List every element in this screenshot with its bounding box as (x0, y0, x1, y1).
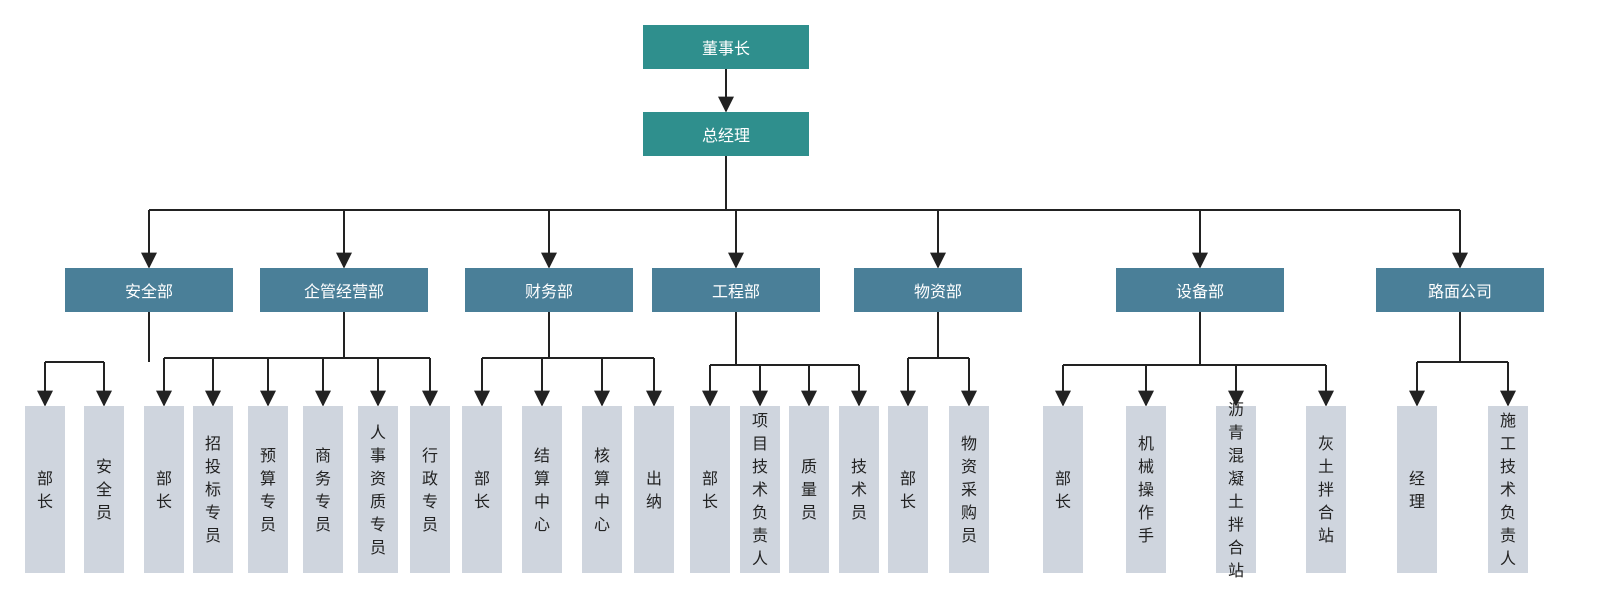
department-label: 物资部 (913, 282, 962, 301)
position-label: 部长 (701, 468, 718, 511)
department-label: 安全部 (124, 282, 173, 301)
department-box: 设备部 (1116, 268, 1284, 312)
position-label: 机械操作手 (1137, 434, 1154, 545)
position-label: 质量员 (800, 457, 817, 522)
department-label: 设备部 (1175, 282, 1224, 301)
position-label: 安全员 (95, 457, 112, 522)
chairman-label: 董事长 (701, 39, 750, 58)
position-label: 沥青混凝土拌合站 (1227, 399, 1244, 580)
position-label: 灰土拌合站 (1317, 434, 1334, 545)
position-box: 施工技术负责人 (1488, 406, 1528, 573)
position-label: 预算专员 (259, 445, 276, 534)
department-box: 路面公司 (1376, 268, 1544, 312)
chairman-box: 董事长 (643, 25, 809, 69)
position-box: 核算中心 (582, 406, 622, 573)
department-box: 安全部 (65, 268, 233, 312)
department-box: 物资部 (854, 268, 1022, 312)
position-box: 项目技术负责人 (740, 406, 780, 573)
position-box: 部长 (690, 406, 730, 573)
position-box: 商务专员 (303, 406, 343, 573)
position-label: 部长 (473, 468, 490, 511)
general-manager-box: 总经理 (643, 112, 809, 156)
position-box: 结算中心 (522, 406, 562, 573)
position-box: 技术员 (839, 406, 879, 573)
general-manager-label: 总经理 (701, 126, 750, 145)
position-label: 商务专员 (314, 445, 331, 534)
position-label: 核算中心 (593, 445, 610, 534)
position-box: 物资采购员 (949, 406, 989, 573)
position-box: 沥青混凝土拌合站 (1216, 400, 1256, 580)
position-box: 部长 (144, 406, 184, 573)
position-label: 项目技术负责人 (751, 411, 768, 568)
position-box: 出纳 (634, 406, 674, 573)
department-box: 财务部 (465, 268, 633, 312)
department-label: 企管经营部 (303, 282, 384, 301)
position-label: 施工技术负责人 (1499, 411, 1516, 568)
position-label: 出纳 (645, 468, 662, 511)
position-label: 行政专员 (421, 445, 438, 534)
department-box: 企管经营部 (260, 268, 428, 312)
position-box: 部长 (462, 406, 502, 573)
position-box: 灰土拌合站 (1306, 406, 1346, 573)
position-box: 机械操作手 (1126, 406, 1166, 573)
position-label: 部长 (155, 468, 172, 511)
department-box: 工程部 (652, 268, 820, 312)
position-box: 质量员 (789, 406, 829, 573)
position-box: 经理 (1397, 406, 1437, 573)
position-box: 预算专员 (248, 406, 288, 573)
position-box: 部长 (888, 406, 928, 573)
department-label: 路面公司 (1427, 282, 1492, 301)
position-label: 部长 (899, 468, 916, 511)
position-label: 部长 (36, 468, 53, 511)
position-label: 结算中心 (533, 445, 550, 534)
position-label: 技术员 (850, 457, 867, 522)
position-box: 部长 (1043, 406, 1083, 573)
position-label: 物资采购员 (960, 434, 977, 545)
department-label: 工程部 (711, 282, 760, 301)
position-label: 招投标专员 (204, 434, 221, 545)
position-label: 部长 (1054, 468, 1071, 511)
position-box: 招投标专员 (193, 406, 233, 573)
department-label: 财务部 (524, 282, 573, 301)
position-box: 行政专员 (410, 406, 450, 573)
position-label: 经理 (1408, 468, 1425, 511)
position-box: 安全员 (84, 406, 124, 573)
position-box: 部长 (25, 406, 65, 573)
position-box: 人事资质专员 (358, 406, 398, 573)
position-label: 人事资质专员 (369, 422, 386, 557)
